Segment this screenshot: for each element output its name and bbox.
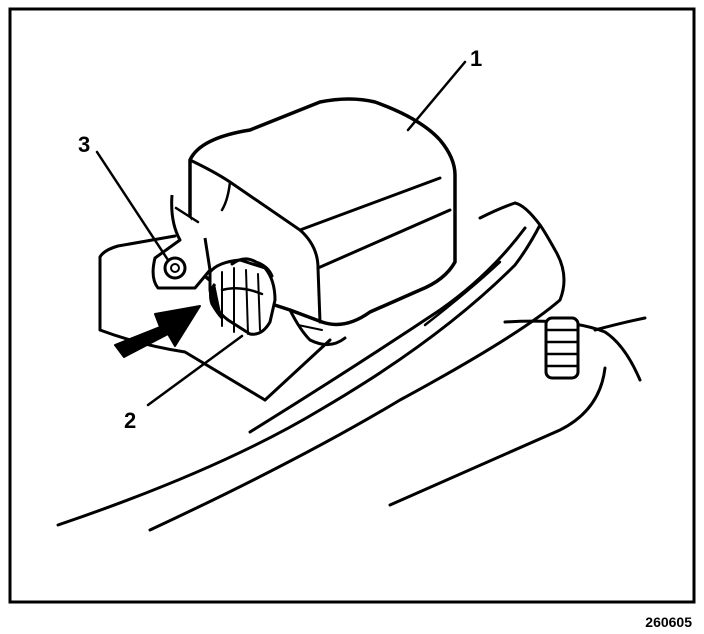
body-panel-line-lower bbox=[148, 201, 566, 532]
callout-1: 1 bbox=[470, 46, 482, 71]
diagram-frame bbox=[8, 7, 696, 604]
side-surface-curve bbox=[503, 319, 642, 382]
fastener-bolt bbox=[163, 256, 187, 280]
side-surface-lower-line bbox=[388, 366, 607, 507]
callout-2: 2 bbox=[124, 408, 136, 433]
figure-id: 260605 bbox=[645, 614, 692, 630]
arrow-right-icon bbox=[114, 305, 201, 358]
body-panel-crease bbox=[248, 226, 527, 434]
side-surface-edge bbox=[593, 316, 647, 332]
leader-line-1 bbox=[406, 60, 467, 132]
body-panel-top-edge bbox=[478, 201, 517, 220]
mounting-bracket-edge bbox=[263, 338, 332, 402]
electrical-connector bbox=[208, 257, 277, 336]
body-panel-line-upper bbox=[56, 223, 542, 527]
body-panel-highlight bbox=[423, 260, 502, 327]
threaded-stud bbox=[544, 316, 580, 380]
callout-3: 3 bbox=[78, 132, 90, 157]
leader-line-3 bbox=[95, 150, 170, 262]
leader-line-2 bbox=[146, 334, 244, 407]
